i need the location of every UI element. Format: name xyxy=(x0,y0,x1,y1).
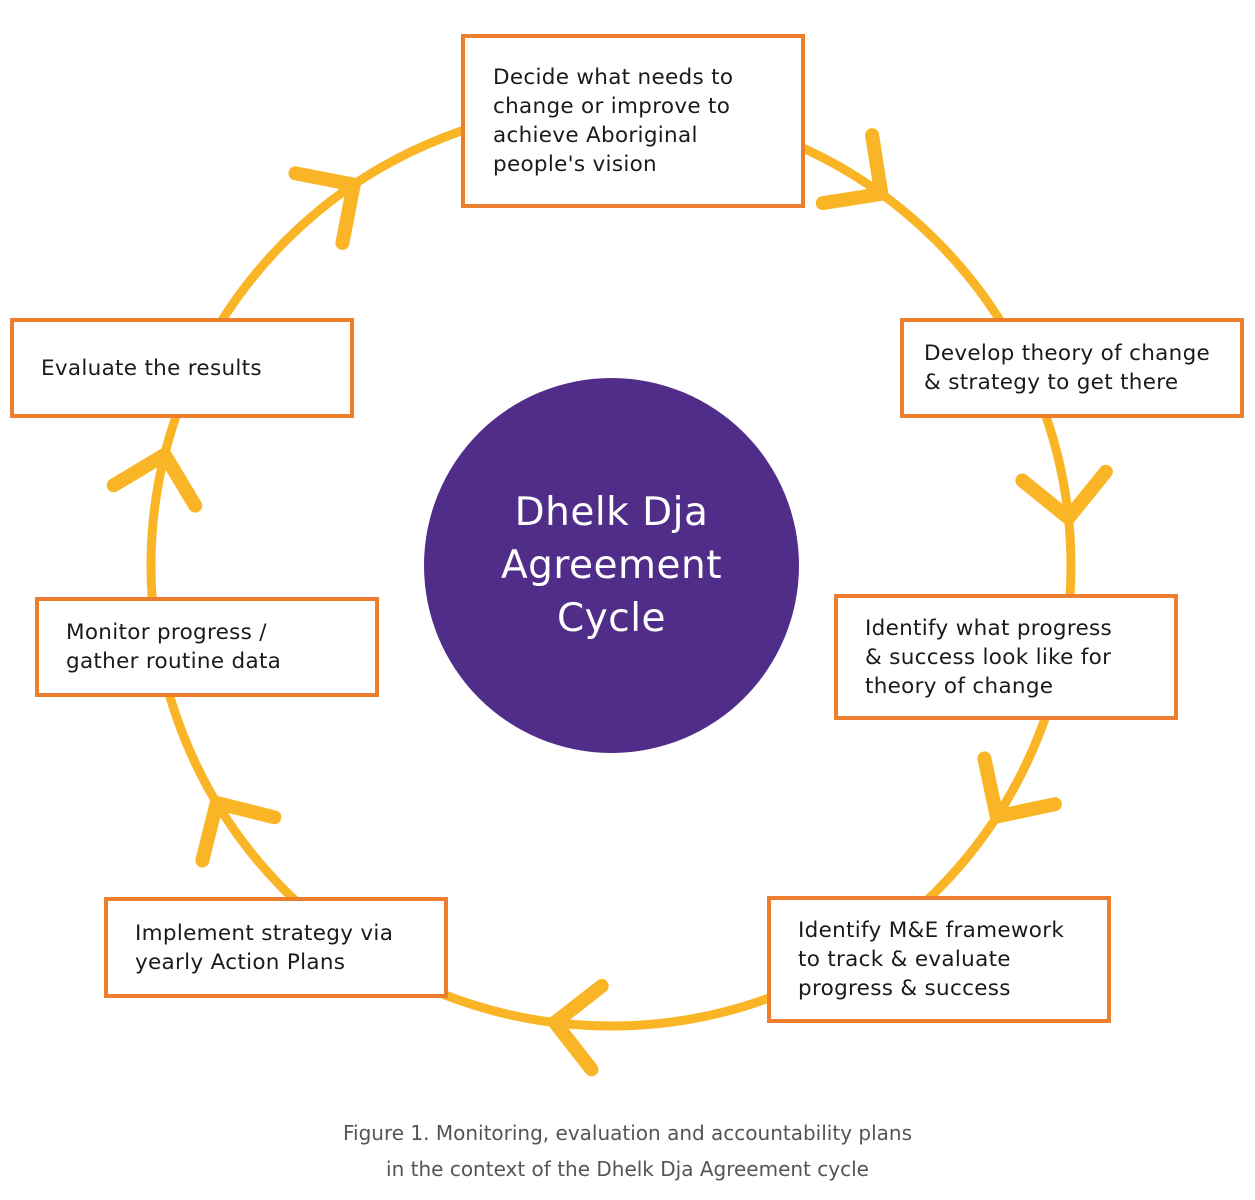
step-label-decide: Decide what needs to change or improve t… xyxy=(493,65,734,177)
cycle-arrow-4 xyxy=(547,979,609,1077)
step-box-decide: Decide what needs to change or improve t… xyxy=(461,34,805,208)
step-box-identify-me: Identify M&E framework to track & evalua… xyxy=(767,896,1111,1023)
cycle-arrow-2 xyxy=(1015,464,1113,525)
cycle-arrow-3 xyxy=(977,751,1062,824)
step-label-develop: Develop theory of change & strategy to g… xyxy=(924,341,1211,395)
center-circle: Dhelk Dja Agreement Cycle xyxy=(424,378,799,753)
step-box-develop: Develop theory of change & strategy to g… xyxy=(900,318,1244,418)
cycle-arrow-6 xyxy=(106,447,203,513)
cycle-arrow-7 xyxy=(288,166,361,250)
step-box-identify-progress: Identify what progress & success look li… xyxy=(834,594,1178,720)
step-label-monitor: Monitor progress / gather routine data xyxy=(66,620,282,674)
cycle-arrows xyxy=(106,128,1113,1077)
cycle-arrow-5 xyxy=(195,795,282,868)
step-box-monitor: Monitor progress / gather routine data xyxy=(35,597,379,697)
step-box-implement: Implement strategy via yearly Action Pla… xyxy=(104,897,448,998)
center-title: Dhelk Dja Agreement Cycle xyxy=(500,490,723,641)
step-label-evaluate: Evaluate the results xyxy=(41,355,262,381)
cycle-arrow-1 xyxy=(815,128,889,211)
step-box-evaluate: Evaluate the results xyxy=(10,318,354,418)
figure-caption: Figure 1. Monitoring, evaluation and acc… xyxy=(342,1121,912,1181)
step-label-identify-me: Identify M&E framework to track & evalua… xyxy=(798,918,1065,1001)
step-label-implement: Implement strategy via yearly Action Pla… xyxy=(135,920,394,975)
step-label-identify-progress: Identify what progress & success look li… xyxy=(865,615,1113,699)
